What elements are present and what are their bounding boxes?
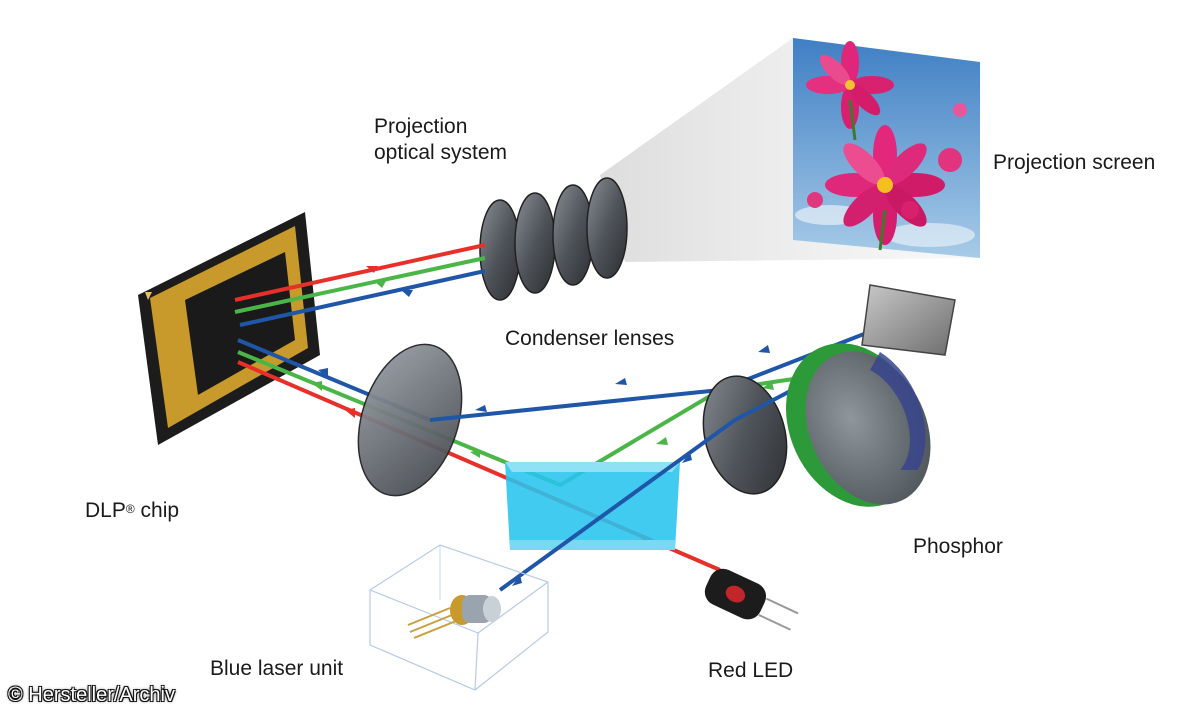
beams-to-projection — [234, 243, 486, 327]
flower-top — [806, 41, 894, 129]
phosphor-wheel — [786, 343, 931, 507]
dichroic-prism — [505, 462, 680, 550]
label-projection-screen: Projection screen — [993, 151, 1156, 174]
label-dlp-suffix: chip — [134, 499, 180, 522]
label-red-led: Red LED — [708, 659, 794, 682]
condenser-lens-left — [357, 343, 463, 497]
reflector-mirror — [861, 284, 956, 356]
label-dlp-text: DLP — [85, 499, 126, 522]
label-dlp-chip: DLP® chip — [85, 498, 179, 524]
condenser-lens-right — [702, 375, 788, 495]
label-projection-optical-system: Projection optical system — [374, 114, 507, 166]
blue-laser-unit — [369, 544, 549, 691]
label-phosphor: Phosphor — [913, 535, 1003, 558]
label-dlp-registered: ® — [125, 502, 135, 516]
projection-screen-image — [793, 38, 980, 258]
dlp-chip — [138, 212, 320, 445]
copyright-watermark: © Hersteller/Archiv — [8, 684, 175, 706]
label-condenser-lenses: Condenser lenses — [505, 327, 675, 350]
label-blue-laser-unit: Blue laser unit — [210, 657, 344, 680]
label-projection-line1: Projection — [374, 115, 468, 138]
red-led — [704, 568, 799, 631]
projection-lenses — [479, 177, 628, 301]
label-projection-line2: optical system — [374, 141, 508, 164]
